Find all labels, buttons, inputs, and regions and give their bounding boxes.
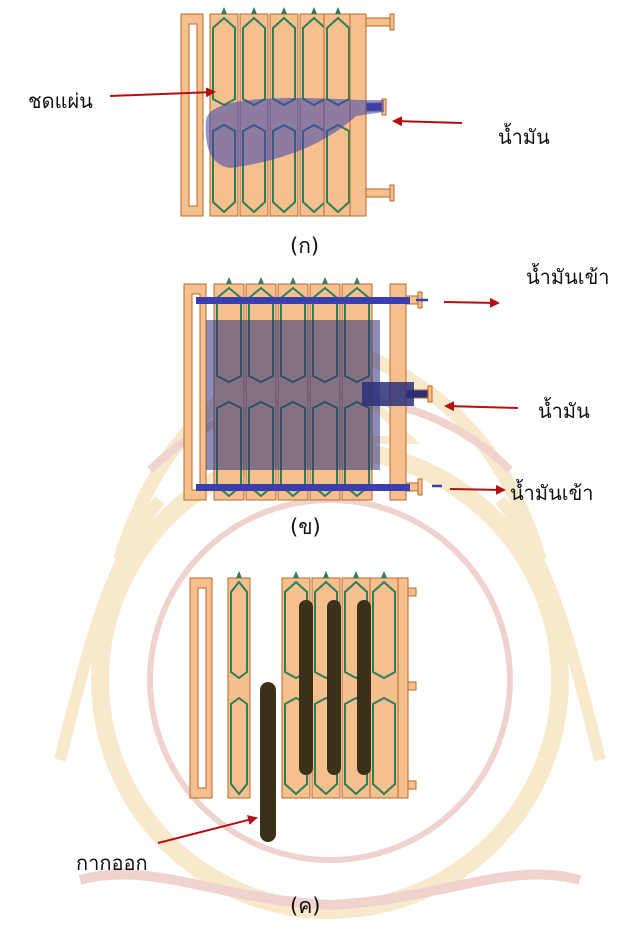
- label-oil-in-top: น้ำมันเข้า: [526, 263, 610, 289]
- label-oil-b: น้ำมัน: [538, 397, 590, 423]
- port-top: [366, 18, 390, 26]
- diagram-b-filter-press-filling: [184, 277, 432, 500]
- port: [408, 682, 416, 690]
- filter-plate: [370, 571, 398, 798]
- oil-channel-bottom: [196, 484, 410, 491]
- filter-cake: [299, 600, 313, 775]
- label-oil-a: น้ำมัน: [498, 123, 550, 149]
- port-bottom: [366, 189, 390, 197]
- arrow-oil-a: [394, 121, 462, 123]
- caption-a: (ก): [290, 234, 319, 258]
- oil-channel-top: [196, 297, 410, 304]
- arrow-oil-in-top: [444, 302, 498, 303]
- arrow-oil-in-bottom: [450, 489, 504, 490]
- tail-plate: [398, 578, 408, 798]
- falling-cake: [260, 682, 276, 842]
- oil-fill: [206, 320, 380, 470]
- caption-c: (ค): [290, 894, 320, 918]
- filter-plate: [228, 571, 250, 798]
- port: [408, 588, 416, 596]
- label-oil-in-bottom: น้ำมันเข้า: [510, 479, 594, 505]
- oil-inlet-flow: [362, 382, 414, 406]
- filter-cake: [327, 600, 341, 775]
- filter-cake: [357, 600, 371, 775]
- caption-b: (ข): [290, 515, 321, 539]
- port: [408, 781, 416, 789]
- diagram-a-filter-press-closed: [181, 7, 394, 216]
- label-cake-out: กากออก: [76, 851, 148, 875]
- diagram-c-filter-press-open: [190, 571, 416, 842]
- label-plate: ชดแผ่น: [28, 89, 93, 113]
